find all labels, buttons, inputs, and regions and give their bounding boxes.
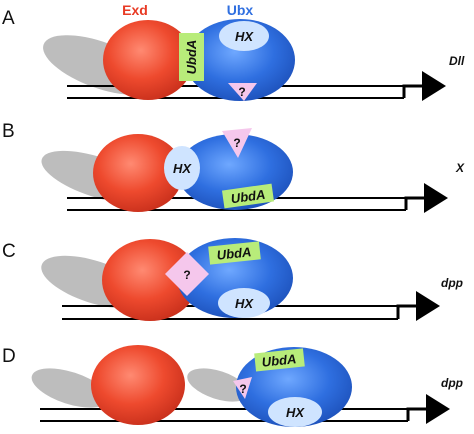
gene-label: dpp [441,376,463,390]
promoter-arrowhead [422,71,446,101]
ubx-header: Ubx [227,2,254,18]
panel-letter: C [2,241,16,262]
promoter-arrowhead [416,291,440,321]
ubda-box [179,33,204,81]
ubda-box [208,241,261,265]
question-shape [228,83,257,101]
shadow-blob [187,368,249,402]
exd-protein [91,345,185,425]
ubda-label: UbdA [184,40,199,75]
panel-b: B HX ? UbdA X [2,121,465,213]
panel-letter: D [2,346,16,367]
panel-letter: B [2,121,15,142]
shadow-blob [31,368,109,408]
hx-domain [164,146,200,190]
ubda-label: UbdA [230,187,266,207]
promoter-arrowhead [426,394,450,424]
question-shape [233,377,252,399]
panel-a: A HX UbdA ? Dll [2,8,465,101]
hx-label: HX [235,29,254,44]
question-shape [165,252,209,296]
question-shape [222,128,252,158]
hx-label: HX [286,405,305,420]
ubda-label: UbdA [216,244,252,263]
question-label: ? [233,136,240,150]
panel-c: C UbdA ? HX dpp [2,238,463,321]
question-label: ? [239,382,246,396]
hx-domain [268,397,322,427]
hx-label: HX [235,296,254,311]
panel-letter: A [2,8,15,29]
gene-label: dpp [441,276,463,290]
gene-label: X [455,161,465,175]
exd-protein [103,20,193,100]
ubda-box [221,183,275,209]
exd-header: Exd [122,2,148,18]
hx-domain [219,21,269,51]
ubda-label: UbdA [261,351,297,370]
promoter-arrowhead [424,183,448,213]
exd-protein [93,134,183,212]
question-label: ? [183,268,190,282]
hx-domain [218,288,270,318]
exd-protein [102,239,198,321]
panel-d: D UbdA ? HX dpp [2,345,463,427]
hx-label: HX [173,161,192,176]
gene-label: Dll [449,54,465,68]
ubda-box [254,348,305,372]
question-label: ? [238,85,245,99]
